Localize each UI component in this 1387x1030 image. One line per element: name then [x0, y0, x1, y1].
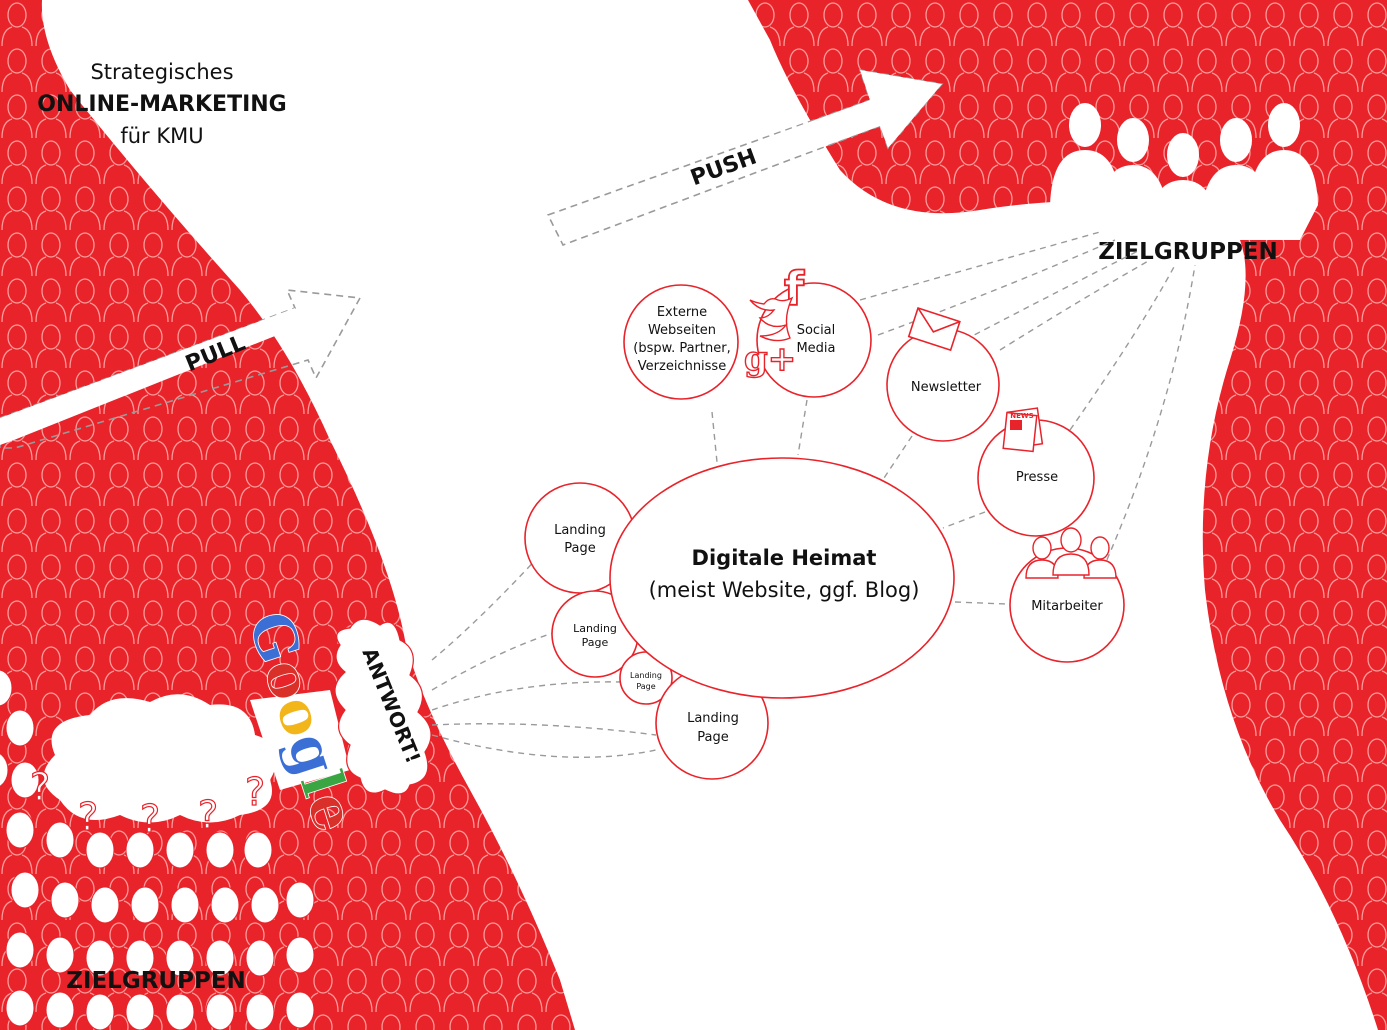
- googleplus-icon: g+: [744, 339, 796, 379]
- mitarbeiter-label: Mitarbeiter: [1031, 599, 1103, 614]
- externe-line1: Externe: [657, 305, 707, 320]
- question-cloud: ? ? ? ? ?: [29, 694, 278, 842]
- question-marks: ? ? ? ? ?: [29, 764, 265, 841]
- social-line2: Media: [796, 341, 835, 356]
- landing3-line2: Page: [636, 682, 655, 691]
- employees-icon: [1025, 527, 1117, 579]
- bottom-target-group-label: ZIELGRUPPEN: [66, 968, 246, 994]
- center-title: Digitale Heimat: [692, 546, 877, 570]
- answer-cloud: ANTWORT!: [334, 618, 432, 795]
- newspaper-icon: NEWS: [1002, 407, 1044, 453]
- landing4-line2: Page: [697, 730, 728, 745]
- top-target-group-label: ZIELGRUPPEN: [1098, 239, 1278, 265]
- question-mark-3: ?: [140, 797, 160, 841]
- node-labels: Externe Webseiten (bspw. Partner, Verzei…: [554, 305, 1103, 745]
- title-line1: Strategisches: [90, 60, 233, 84]
- newsletter-label: Newsletter: [911, 380, 982, 395]
- title-line2: ONLINE-MARKETING: [37, 92, 287, 117]
- question-mark-1: ?: [30, 765, 50, 809]
- top-right-red-region: [748, 0, 1387, 1030]
- twitter-icon: [749, 296, 794, 342]
- nodes: [524, 282, 1125, 780]
- externe-circle: [623, 284, 739, 400]
- landing4-line1: Landing: [687, 711, 739, 726]
- externe-line2: Webseiten: [648, 323, 716, 338]
- landing3-line1: Landing: [630, 671, 662, 680]
- social-line1: Social: [797, 323, 836, 338]
- google-logo-text: Google: [235, 603, 370, 839]
- google-backdrop: [250, 690, 350, 790]
- envelope-icon: [907, 306, 961, 352]
- left-red-region: [0, 0, 575, 1030]
- presse-label: Presse: [1016, 470, 1058, 485]
- landing1-line2: Page: [564, 541, 595, 556]
- bottom-target-group-icon: [0, 669, 315, 1030]
- social-icons: f g+: [743, 261, 806, 380]
- landing1-line1: Landing: [554, 523, 606, 538]
- question-mark-4: ?: [198, 793, 218, 837]
- newspaper-badge: NEWS: [1010, 412, 1033, 420]
- top-target-group-icon: [1050, 103, 1318, 240]
- question-mark-5: ?: [245, 770, 265, 814]
- google-logo: Google: [234, 603, 370, 840]
- connectors: [431, 231, 1196, 758]
- push-arrow: PUSH: [546, 68, 944, 247]
- title-line3: für KMU: [120, 124, 203, 148]
- landing2-line2: Page: [582, 636, 609, 649]
- landing2-line1: Landing: [573, 622, 617, 635]
- externe-line4: Verzeichnisse: [638, 359, 726, 374]
- page-title: Strategisches ONLINE-MARKETING für KMU: [37, 60, 287, 148]
- question-mark-2: ?: [78, 795, 98, 839]
- externe-line3: (bspw. Partner,: [633, 341, 730, 356]
- center-subtitle: (meist Website, ggf. Blog): [649, 578, 920, 602]
- digitale-heimat-circle: [609, 457, 955, 699]
